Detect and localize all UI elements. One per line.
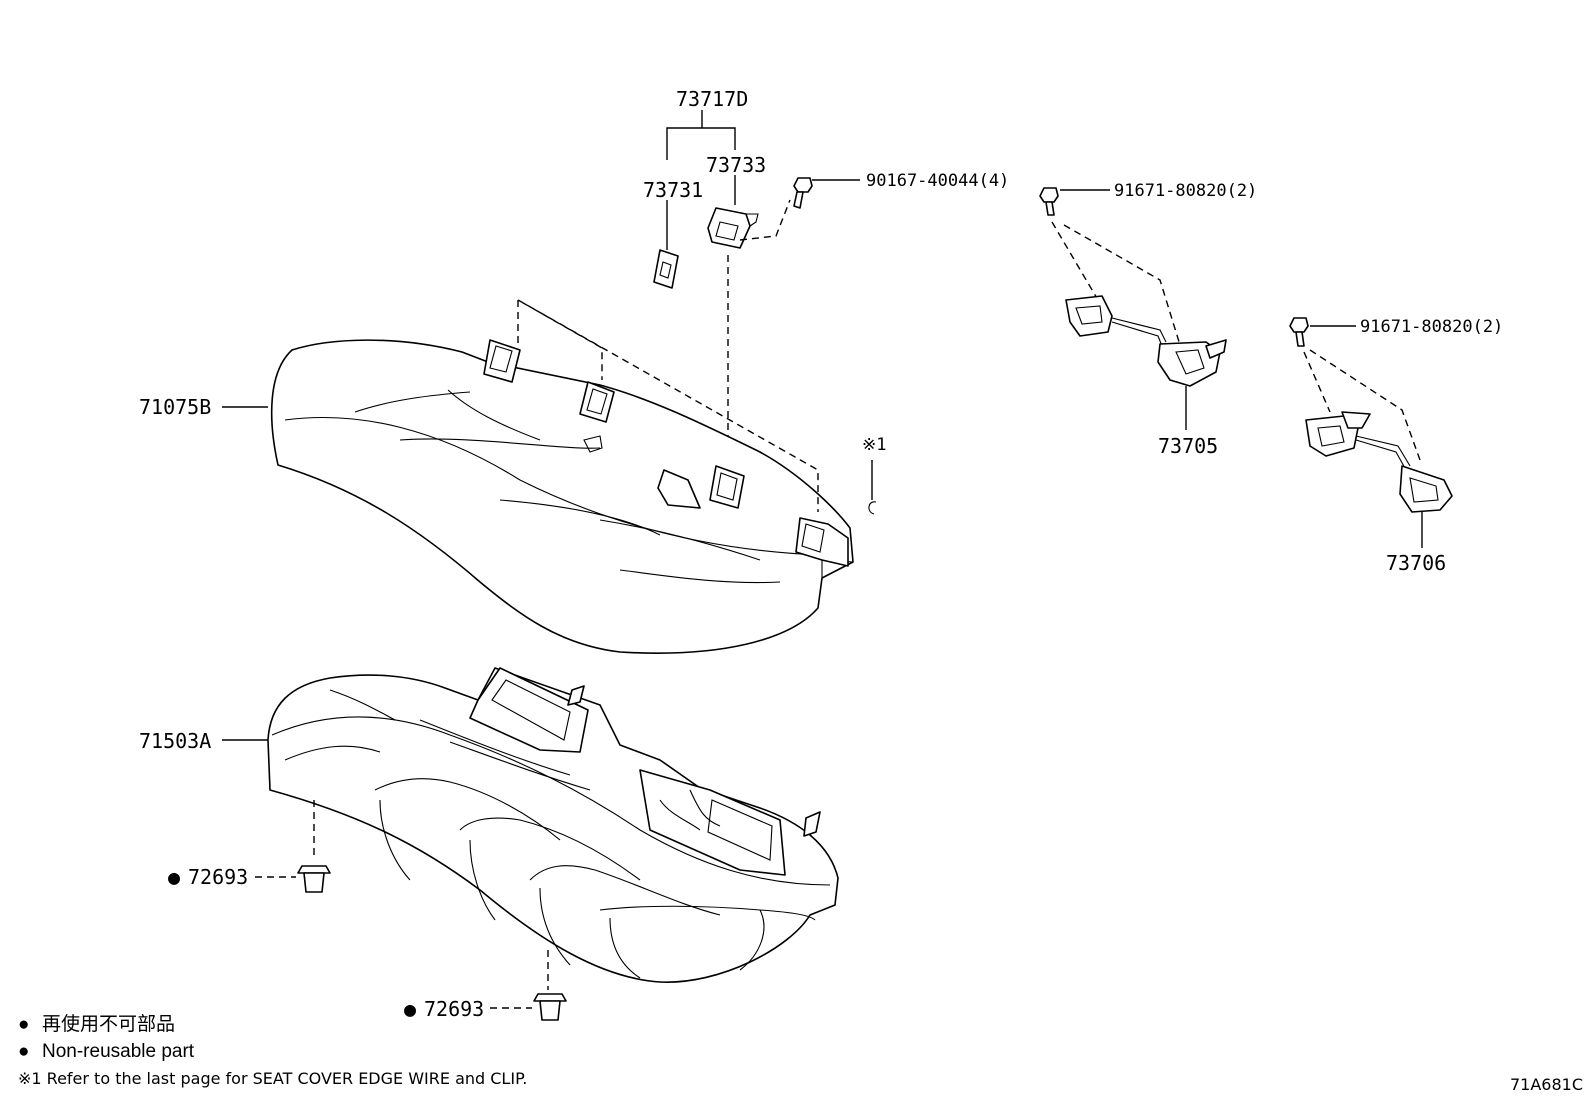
clip-72693-upper-drawing bbox=[255, 800, 331, 893]
cover-assembly-dashes bbox=[517, 298, 819, 512]
callout-73717d: 73717D bbox=[676, 87, 748, 111]
non-reusable-bullet-upper: ● bbox=[168, 865, 180, 889]
callout-91671-80820-lower: 91671-80820(2) bbox=[1360, 317, 1503, 337]
bracket-73731-drawing bbox=[653, 249, 679, 289]
legend-bullet-en: ● bbox=[18, 1041, 29, 1062]
bracket-group-73717d bbox=[653, 110, 791, 465]
non-reusable-bullet-lower: ● bbox=[404, 997, 416, 1021]
callout-90167-40044: 90167-40044(4) bbox=[866, 171, 1009, 191]
diagram-code: 71A681C bbox=[1510, 1075, 1583, 1094]
bracket-73733-drawing bbox=[707, 207, 759, 249]
callout-72693-lower: 72693 bbox=[424, 997, 484, 1021]
legend: ● 再使用不可部品 ● Non-reusable part ※1 Refer t… bbox=[18, 1013, 527, 1088]
seat-pad-71503a-drawing bbox=[267, 667, 839, 983]
callout-72693-lower-group: ● 72693 bbox=[404, 997, 484, 1021]
legend-bullet-jp: ● bbox=[18, 1014, 29, 1035]
latch-73706-drawing bbox=[1289, 317, 1453, 548]
callout-73731: 73731 bbox=[643, 178, 703, 202]
callout-72693-upper: 72693 bbox=[188, 865, 248, 889]
callout-71503a: 71503A bbox=[139, 729, 211, 753]
legend-footnote: ※1 Refer to the last page for SEAT COVER… bbox=[18, 1069, 527, 1088]
latch-73705-drawing bbox=[1039, 187, 1227, 430]
legend-jp-text: 再使用不可部品 bbox=[42, 1013, 175, 1035]
callout-73705: 73705 bbox=[1158, 434, 1218, 458]
callout-73733: 73733 bbox=[706, 153, 766, 177]
reference-mark: ※1 bbox=[862, 435, 886, 455]
callout-71075b: 71075B bbox=[139, 395, 211, 419]
callout-73706: 73706 bbox=[1386, 551, 1446, 575]
seat-cover-71075b-drawing bbox=[270, 339, 854, 654]
legend-en-text: Non-reusable part bbox=[42, 1041, 195, 1062]
clip-72693-lower-drawing bbox=[490, 950, 567, 1021]
callout-72693-upper-group: ● 72693 bbox=[168, 865, 248, 889]
edge-wire-reference-drawing bbox=[868, 460, 877, 515]
bolt-90167-drawing bbox=[793, 177, 860, 209]
callout-91671-80820-upper: 91671-80820(2) bbox=[1114, 181, 1257, 201]
